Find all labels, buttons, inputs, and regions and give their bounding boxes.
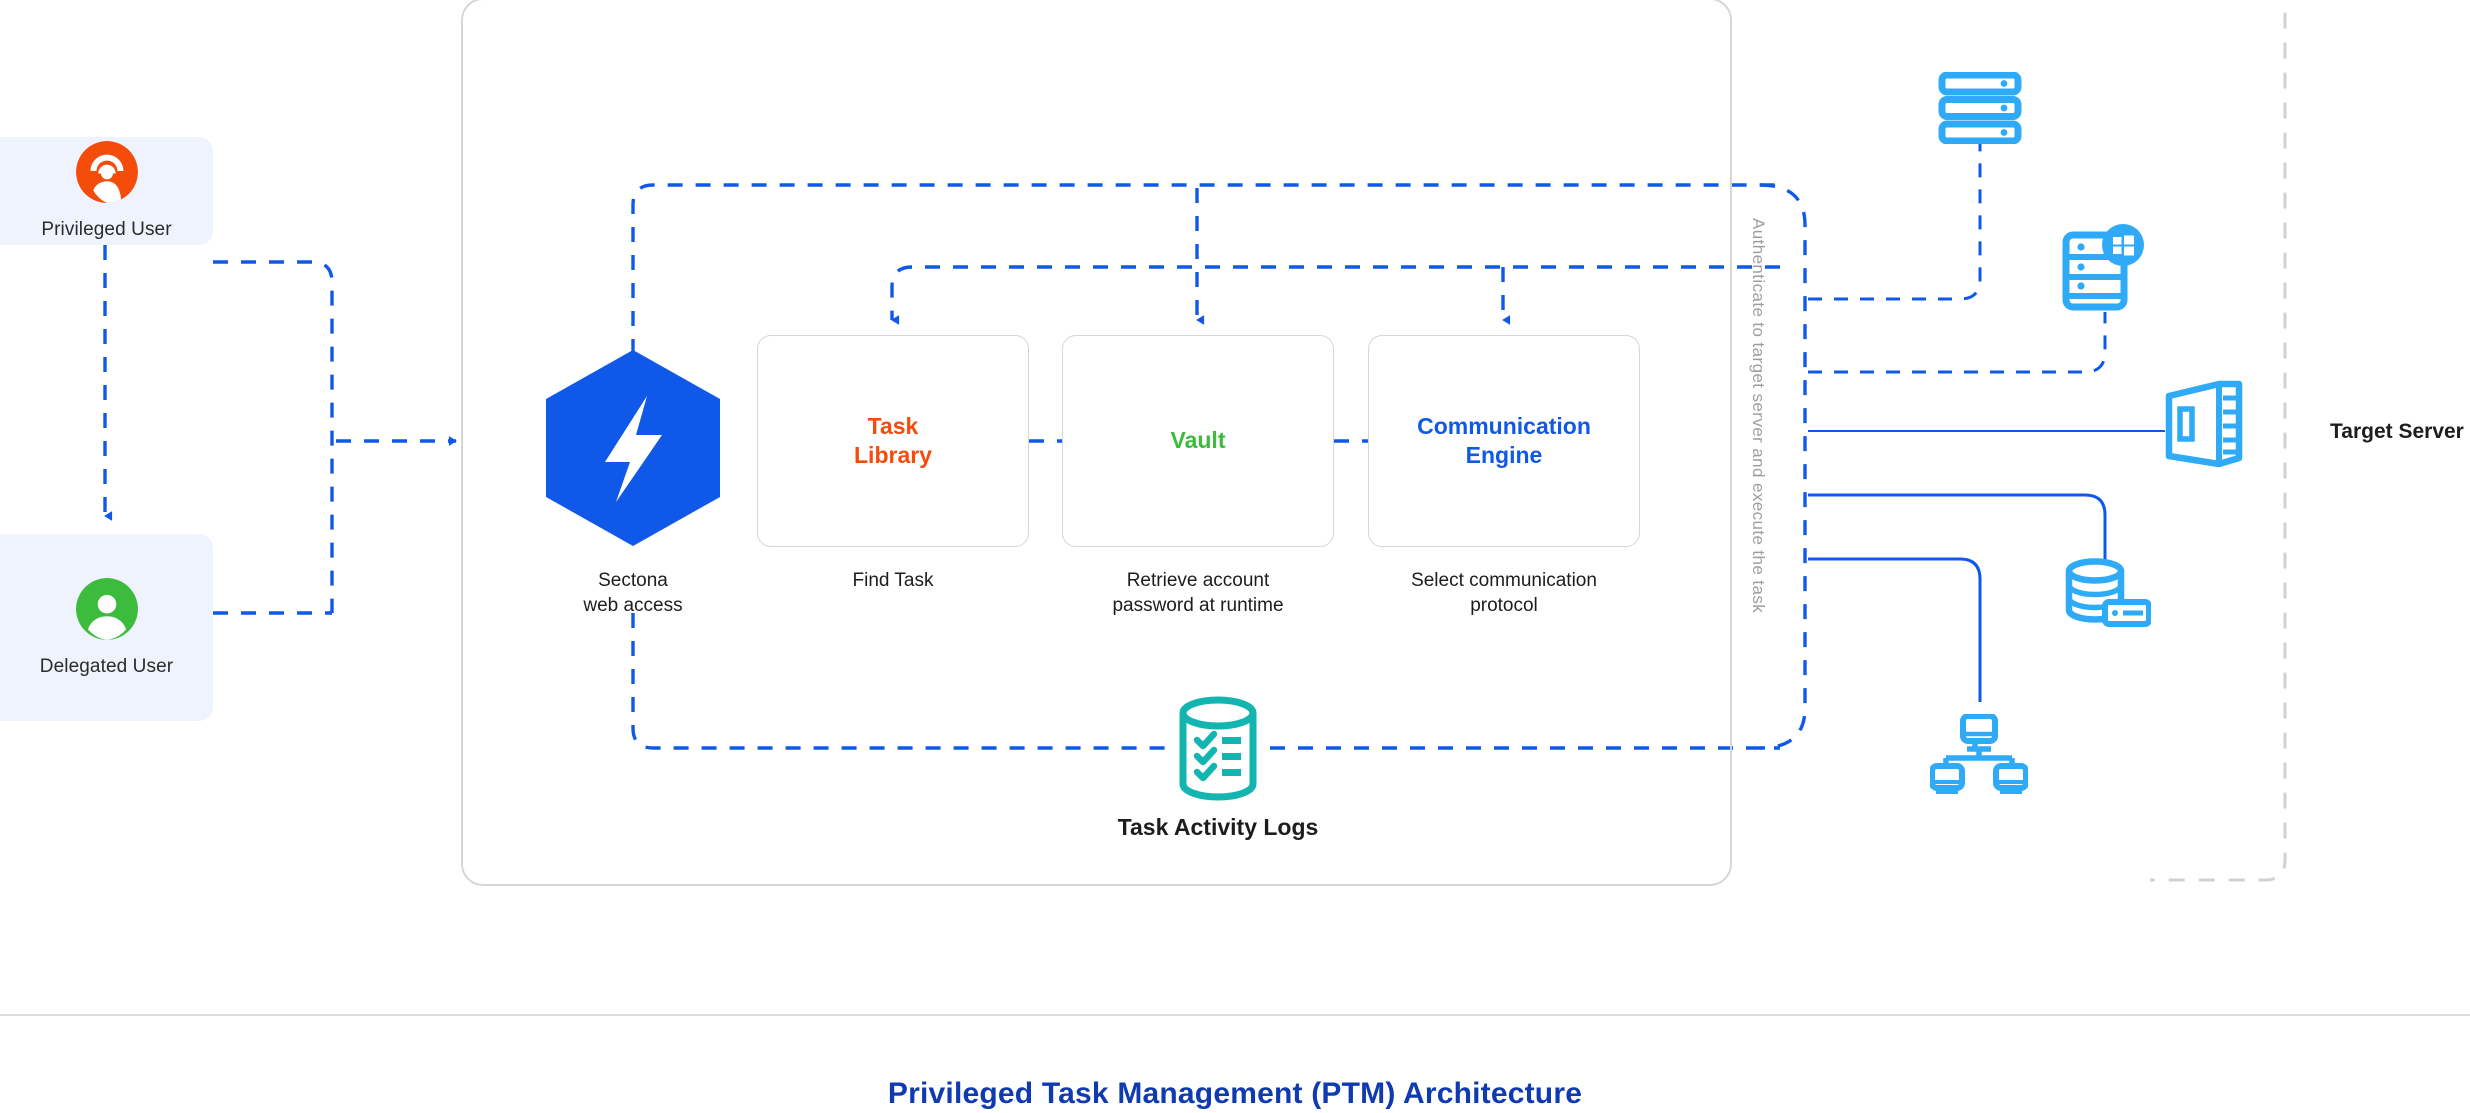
tower-server-icon-wrap[interactable]: [2163, 378, 2245, 470]
link-to-network-workstations: [1808, 557, 1982, 702]
comm-engine-caption-line1: Select communication: [1411, 570, 1597, 591]
privileged-user-icon: [75, 141, 138, 203]
sectona-caption-line2: web access: [583, 595, 683, 617]
auth-channel-path: [1759, 183, 1807, 750]
stage-box-task-library[interactable]: Task Library: [757, 335, 1029, 547]
vault-caption-line1: Retrieve account: [1126, 570, 1270, 591]
comm-engine-caption: Select communication protocol: [1352, 568, 1656, 618]
task-library-title: Task Library: [854, 412, 932, 471]
privileged-user-card[interactable]: Privileged User: [0, 137, 213, 245]
connector-gateway-to-logs: [631, 613, 1166, 750]
link-to-database-server: [1808, 493, 2107, 560]
windows-server-icon: [2062, 224, 2144, 311]
comm-engine-title-line2: Engine: [1465, 442, 1543, 468]
sectona-caption-line1: Sectona: [598, 570, 668, 591]
footer-divider: [0, 1014, 2470, 1016]
privileged-user-label: Privileged User: [41, 219, 172, 240]
network-workstations-icon: [1929, 713, 2029, 795]
network-workstations-icon-wrap[interactable]: [1929, 713, 2029, 795]
link-to-server-rack: [1808, 140, 1982, 301]
sectona-hexagon-logo: [546, 350, 720, 546]
diagram-title: Privileged Task Management (PTM) Archite…: [887, 1077, 1583, 1110]
server-rack-icon: [1938, 71, 2022, 145]
vault-caption-line2: password at runtime: [1112, 595, 1284, 617]
task-library-caption: Find Task: [757, 568, 1029, 593]
vault-caption: Retrieve account password at runtime: [1052, 568, 1344, 618]
task-library-title-line2: Library: [854, 442, 932, 468]
task-library-title-line1: Task: [867, 412, 919, 439]
ptm-core-panel: [461, 0, 1732, 886]
database-server-icon-wrap[interactable]: [2065, 558, 2152, 628]
connector-gateway-top-rail: [631, 183, 1780, 438]
sectona-gateway-caption: Sectona web access: [523, 568, 743, 618]
tower-server-icon: [2165, 380, 2243, 468]
delegated-user-card[interactable]: Delegated User: [0, 534, 213, 721]
auth-channel-label: Authenticate to target server and execut…: [1749, 218, 1768, 614]
task-library-caption-line1: Find Task: [852, 570, 934, 591]
server-rack-icon-wrap[interactable]: [1938, 71, 2022, 145]
task-activity-logs-label: Task Activity Logs: [1117, 814, 1319, 840]
target-zone-boundary: [2150, 0, 2287, 882]
stage-box-vault[interactable]: Vault: [1062, 335, 1334, 547]
database-server-icon: [2065, 558, 2152, 627]
task-activity-logs-database-icon: [1179, 696, 1257, 801]
vault-title-line1: Vault: [1170, 427, 1226, 454]
stage-box-communication-engine[interactable]: Communication Engine: [1368, 335, 1640, 547]
comm-engine-title-line1: Communication: [1417, 412, 1591, 439]
sectona-gateway[interactable]: [544, 348, 722, 548]
link-to-windows-server: [1808, 312, 2107, 374]
connector-privileged-to-bus: [213, 260, 334, 613]
delegated-user-icon: [75, 577, 138, 640]
windows-server-icon-wrap[interactable]: [2059, 224, 2149, 312]
comm-engine-title: Communication Engine: [1417, 412, 1591, 471]
target-server-label: Target Server: [2330, 420, 2464, 443]
delegated-user-label: Delegated User: [39, 655, 174, 677]
comm-engine-caption-line2: protocol: [1470, 595, 1538, 617]
vault-title: Vault: [1171, 426, 1226, 455]
task-activity-logs[interactable]: [1166, 694, 1270, 804]
connector-rail-to-task-library: [890, 265, 1780, 325]
